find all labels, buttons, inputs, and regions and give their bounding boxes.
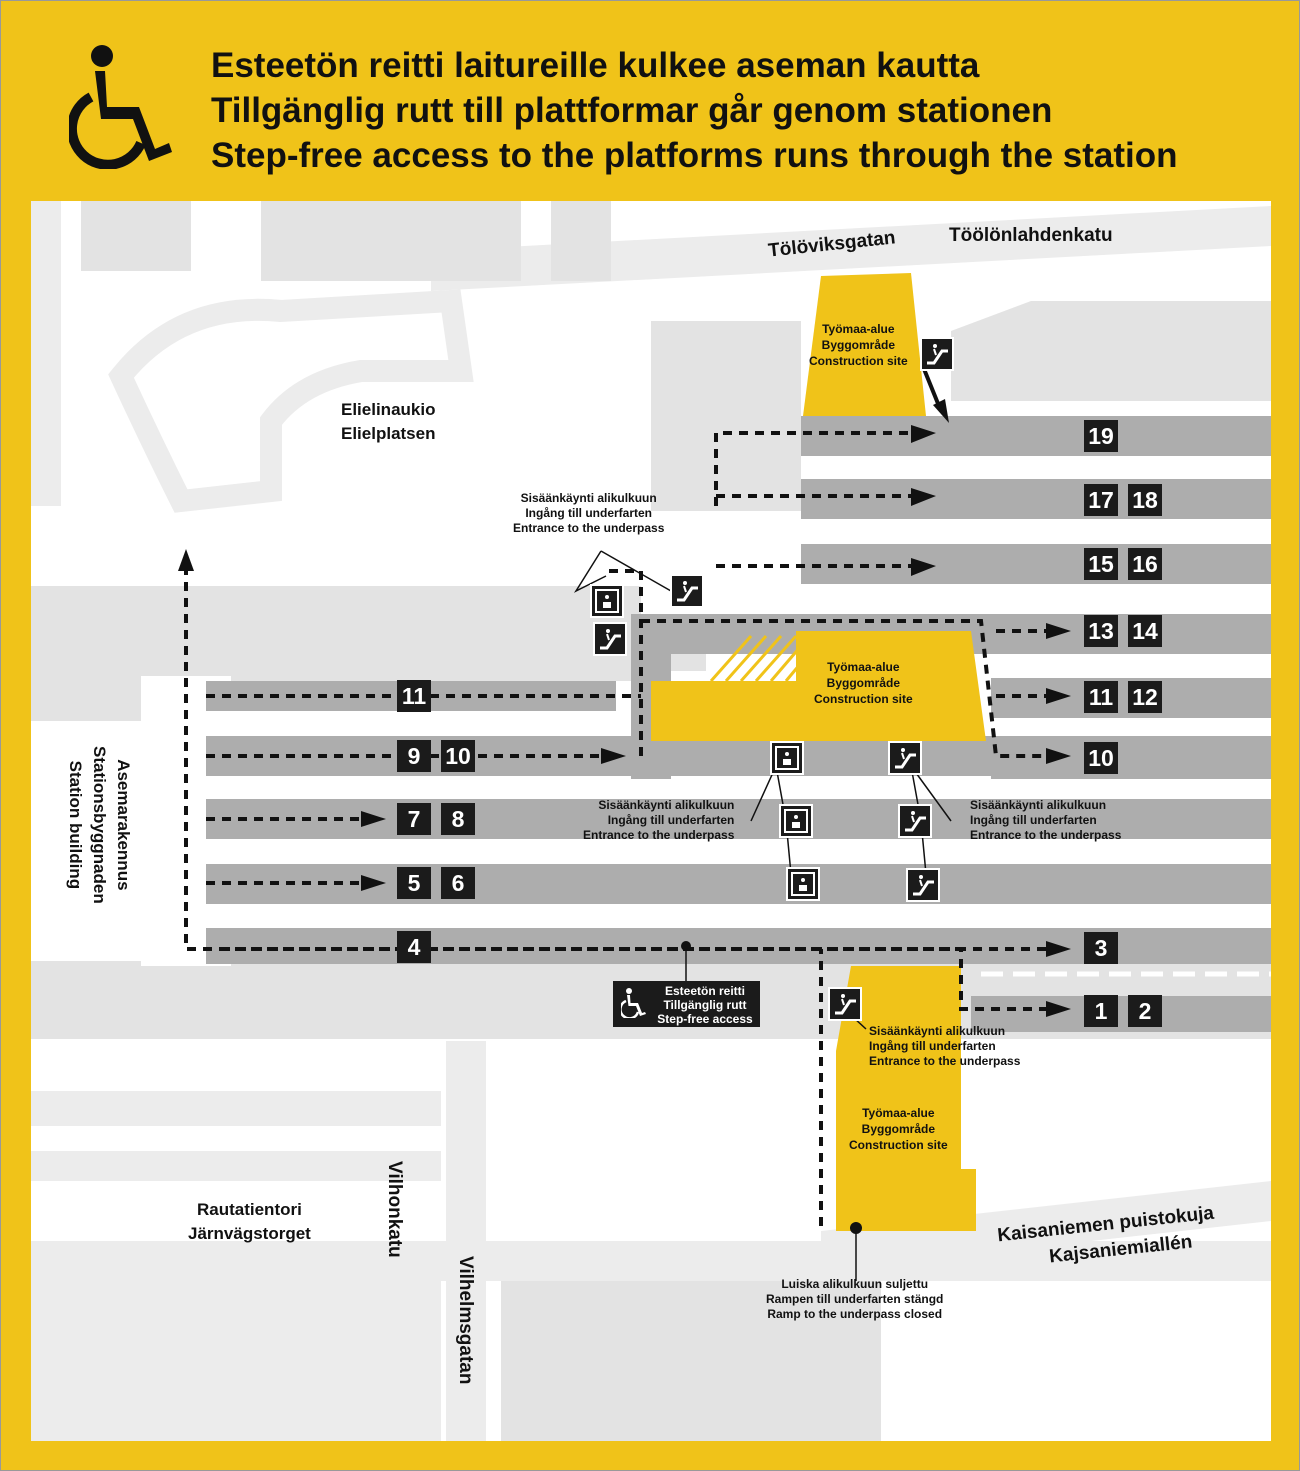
construction-label-middle: Työmaa-alue Byggområde Construction site [814, 659, 913, 707]
underpass-callout-south: Sisäänkäynti alikulkuun Ingång till unde… [869, 1024, 1020, 1069]
platform-13: 13 [1084, 615, 1118, 647]
place-elielinaukio: Elielinaukio Elielplatsen [341, 398, 435, 446]
platform-11-east: 11 [1084, 681, 1118, 713]
elevator-icon [786, 867, 820, 901]
construction-fi: Työmaa-alue [827, 660, 900, 674]
step-free-legend: Esteetön reitti Tillgänglig rutt Step-fr… [613, 981, 760, 1027]
platform-1: 1 [1084, 995, 1118, 1027]
platform-15: 15 [1084, 548, 1118, 580]
underpass-sv: Ingång till underfarten [869, 1039, 996, 1053]
underpass-sv: Ingång till underfarten [970, 813, 1097, 827]
escalator-icon [906, 868, 940, 902]
place-station-building: Asemarakennus Stationsbyggnaden Station … [63, 746, 135, 904]
underpass-fi: Sisäänkäynti alikulkuun [598, 798, 735, 812]
street-vilhelmsgatan: Vilhelmsgatan [455, 1256, 476, 1385]
arrow-stem [922, 368, 943, 412]
station-fi: Asemarakennus [114, 759, 133, 891]
platform-12: 12 [1128, 681, 1162, 713]
station-en: Station building [66, 760, 85, 890]
underpass-fi: Sisäänkäynti alikulkuun [970, 798, 1107, 812]
street-toolonlahdenkatu: Töölönlahdenkatu [949, 225, 1113, 246]
header: Esteetön reitti laitureille kulkee asema… [31, 31, 1271, 201]
platform-17: 17 [1084, 484, 1118, 516]
hatched-area [709, 635, 803, 682]
place-elielinaukio-fi: Elielinaukio [341, 400, 436, 419]
construction-sites [651, 273, 986, 1231]
construction-sv: Byggområde [861, 1122, 936, 1136]
construction-label-south: Työmaa-alue Byggområde Construction site [849, 1105, 948, 1153]
escalator-icon [828, 987, 862, 1021]
place-rautatientori-fi: Rautatientori [196, 1200, 302, 1219]
escalator-icon [888, 741, 922, 775]
step-free-en: Step-free access [657, 1012, 753, 1026]
construction-fi: Työmaa-alue [822, 322, 895, 336]
ramp-closed-sv: Rampen till underfarten stängd [766, 1292, 944, 1306]
title-finnish: Esteetön reitti laitureille kulkee asema… [211, 46, 980, 85]
underpass-en: Entrance to the underpass [513, 521, 665, 535]
title-english: Step-free access to the platforms runs t… [211, 136, 1178, 175]
construction-sv: Byggområde [826, 676, 901, 690]
underpass-en: Entrance to the underpass [583, 828, 735, 842]
escalator-icon [593, 622, 627, 656]
escalator-icon [670, 574, 704, 608]
escalator-icon [898, 804, 932, 838]
platform-7: 7 [397, 803, 431, 835]
street-vilhonkatu: Vilhonkatu [384, 1161, 405, 1258]
ramp-closed-en: Ramp to the underpass closed [767, 1307, 943, 1321]
platform-11-west: 11 [397, 680, 431, 712]
place-rautatientori-sv: Järnvägstorget [188, 1224, 311, 1243]
place-elielinaukio-sv: Elielplatsen [341, 424, 436, 443]
step-free-sv: Tillgänglig rutt [663, 998, 747, 1012]
platform-18: 18 [1128, 484, 1162, 516]
platform-8: 8 [441, 803, 475, 835]
construction-en: Construction site [849, 1138, 948, 1152]
underpass-fi: Sisäänkäynti alikulkuun [520, 491, 657, 505]
elevator-icon [770, 741, 804, 775]
escalator-icon [920, 337, 954, 371]
platform-2: 2 [1128, 995, 1162, 1027]
platform-5: 5 [397, 867, 431, 899]
platform-4: 4 [397, 931, 431, 963]
platform-10-west: 10 [441, 740, 475, 772]
station-map: Tölöviksgatan Töölönlahdenkatu Vilhonkat… [31, 201, 1271, 1441]
underpass-sv: Ingång till underfarten [607, 813, 735, 827]
underpass-en: Entrance to the underpass [970, 828, 1122, 842]
platform-10-east: 10 [1084, 742, 1118, 774]
underpass-callout-north: Sisäänkäynti alikulkuun Ingång till unde… [513, 491, 664, 536]
roads [31, 201, 1271, 1441]
underpass-callout-east: Sisäänkäynti alikulkuun Ingång till unde… [970, 798, 1121, 843]
place-rautatientori: Rautatientori Järnvägstorget [188, 1198, 311, 1246]
wheelchair-icon [69, 45, 172, 169]
step-free-fi: Esteetön reitti [664, 984, 745, 998]
platform-16: 16 [1128, 548, 1162, 580]
station-sv: Stationsbyggnaden [90, 746, 109, 904]
underpass-en: Entrance to the underpass [869, 1054, 1021, 1068]
wheelchair-icon [621, 988, 646, 1018]
ramp-closed-callout: Luiska alikulkuun suljettu Rampen till u… [766, 1277, 943, 1322]
elielinaukio-loop [108, 289, 474, 513]
elevator-icon [779, 804, 813, 838]
construction-label-north: Työmaa-alue Byggområde Construction site [809, 321, 908, 369]
platform-14: 14 [1128, 615, 1162, 647]
elevator-icon [590, 584, 624, 618]
underpass-fi: Sisäänkäynti alikulkuun [869, 1024, 1006, 1038]
tracks [206, 464, 1271, 1047]
platform-9: 9 [397, 740, 431, 772]
title-swedish: Tillgänglig rutt till plattformar går ge… [211, 91, 1053, 130]
platform-3: 3 [1084, 932, 1118, 964]
underpass-sv: Ingång till underfarten [525, 506, 653, 520]
ramp-closed-fi: Luiska alikulkuun suljettu [781, 1277, 929, 1291]
construction-en: Construction site [814, 692, 913, 706]
platform-6: 6 [441, 867, 475, 899]
callout-lines [573, 550, 952, 1281]
construction-en: Construction site [809, 354, 908, 368]
platform-19: 19 [1084, 420, 1118, 452]
construction-fi: Työmaa-alue [862, 1106, 935, 1120]
construction-sv: Byggområde [821, 338, 896, 352]
underpass-callout-west: Sisäänkäynti alikulkuun Ingång till unde… [583, 798, 734, 843]
